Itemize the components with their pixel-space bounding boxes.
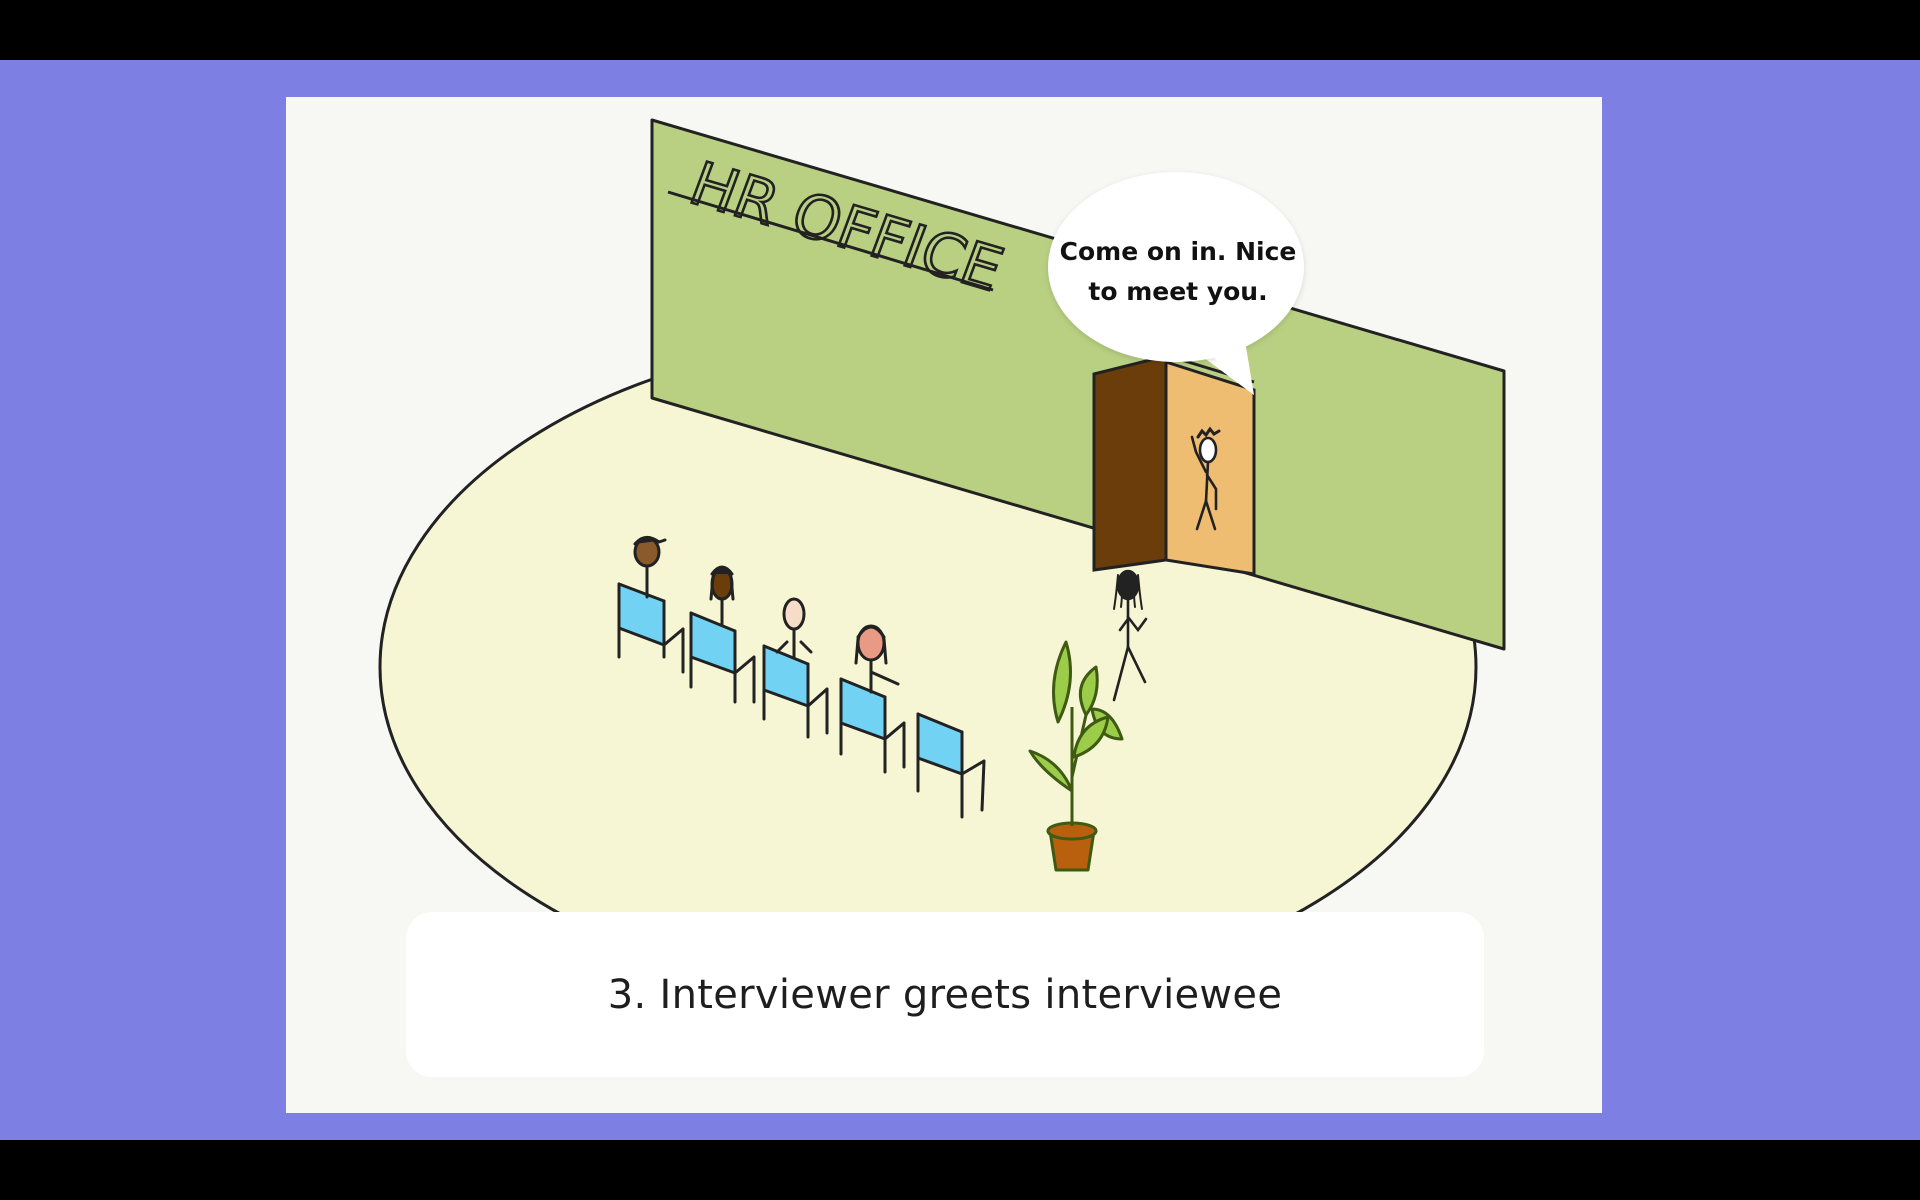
chair-2: [689, 565, 756, 704]
speech-line-2: to meet you.: [1088, 277, 1267, 306]
speech-bubble: Come on in. Nice to meet you.: [1048, 172, 1304, 395]
letterbox-top: [0, 0, 1920, 60]
chair-3: [762, 597, 829, 739]
chair-5: [916, 712, 986, 819]
chair-1: [617, 536, 685, 674]
office-door: [1092, 353, 1256, 576]
potted-plant: [1028, 640, 1124, 872]
slide-card: HR OFFICE: [286, 97, 1602, 1113]
waiting-chairs: [617, 536, 986, 819]
interviewee-figure: [1112, 569, 1148, 702]
speech-line-1: Come on in. Nice: [1060, 237, 1297, 266]
interviewer-figure: [1190, 426, 1221, 531]
caption-box: 3. Interviewer greets interviewee: [406, 912, 1484, 1077]
slide-background: HR OFFICE: [0, 60, 1920, 1140]
illustration: HR OFFICE: [378, 118, 1506, 1002]
doorway: [1164, 359, 1256, 576]
door-panel: [1092, 354, 1168, 572]
chair-4: [839, 624, 906, 774]
caption-text: 3. Interviewer greets interviewee: [607, 971, 1283, 1018]
letterbox-bottom: [0, 1140, 1920, 1200]
